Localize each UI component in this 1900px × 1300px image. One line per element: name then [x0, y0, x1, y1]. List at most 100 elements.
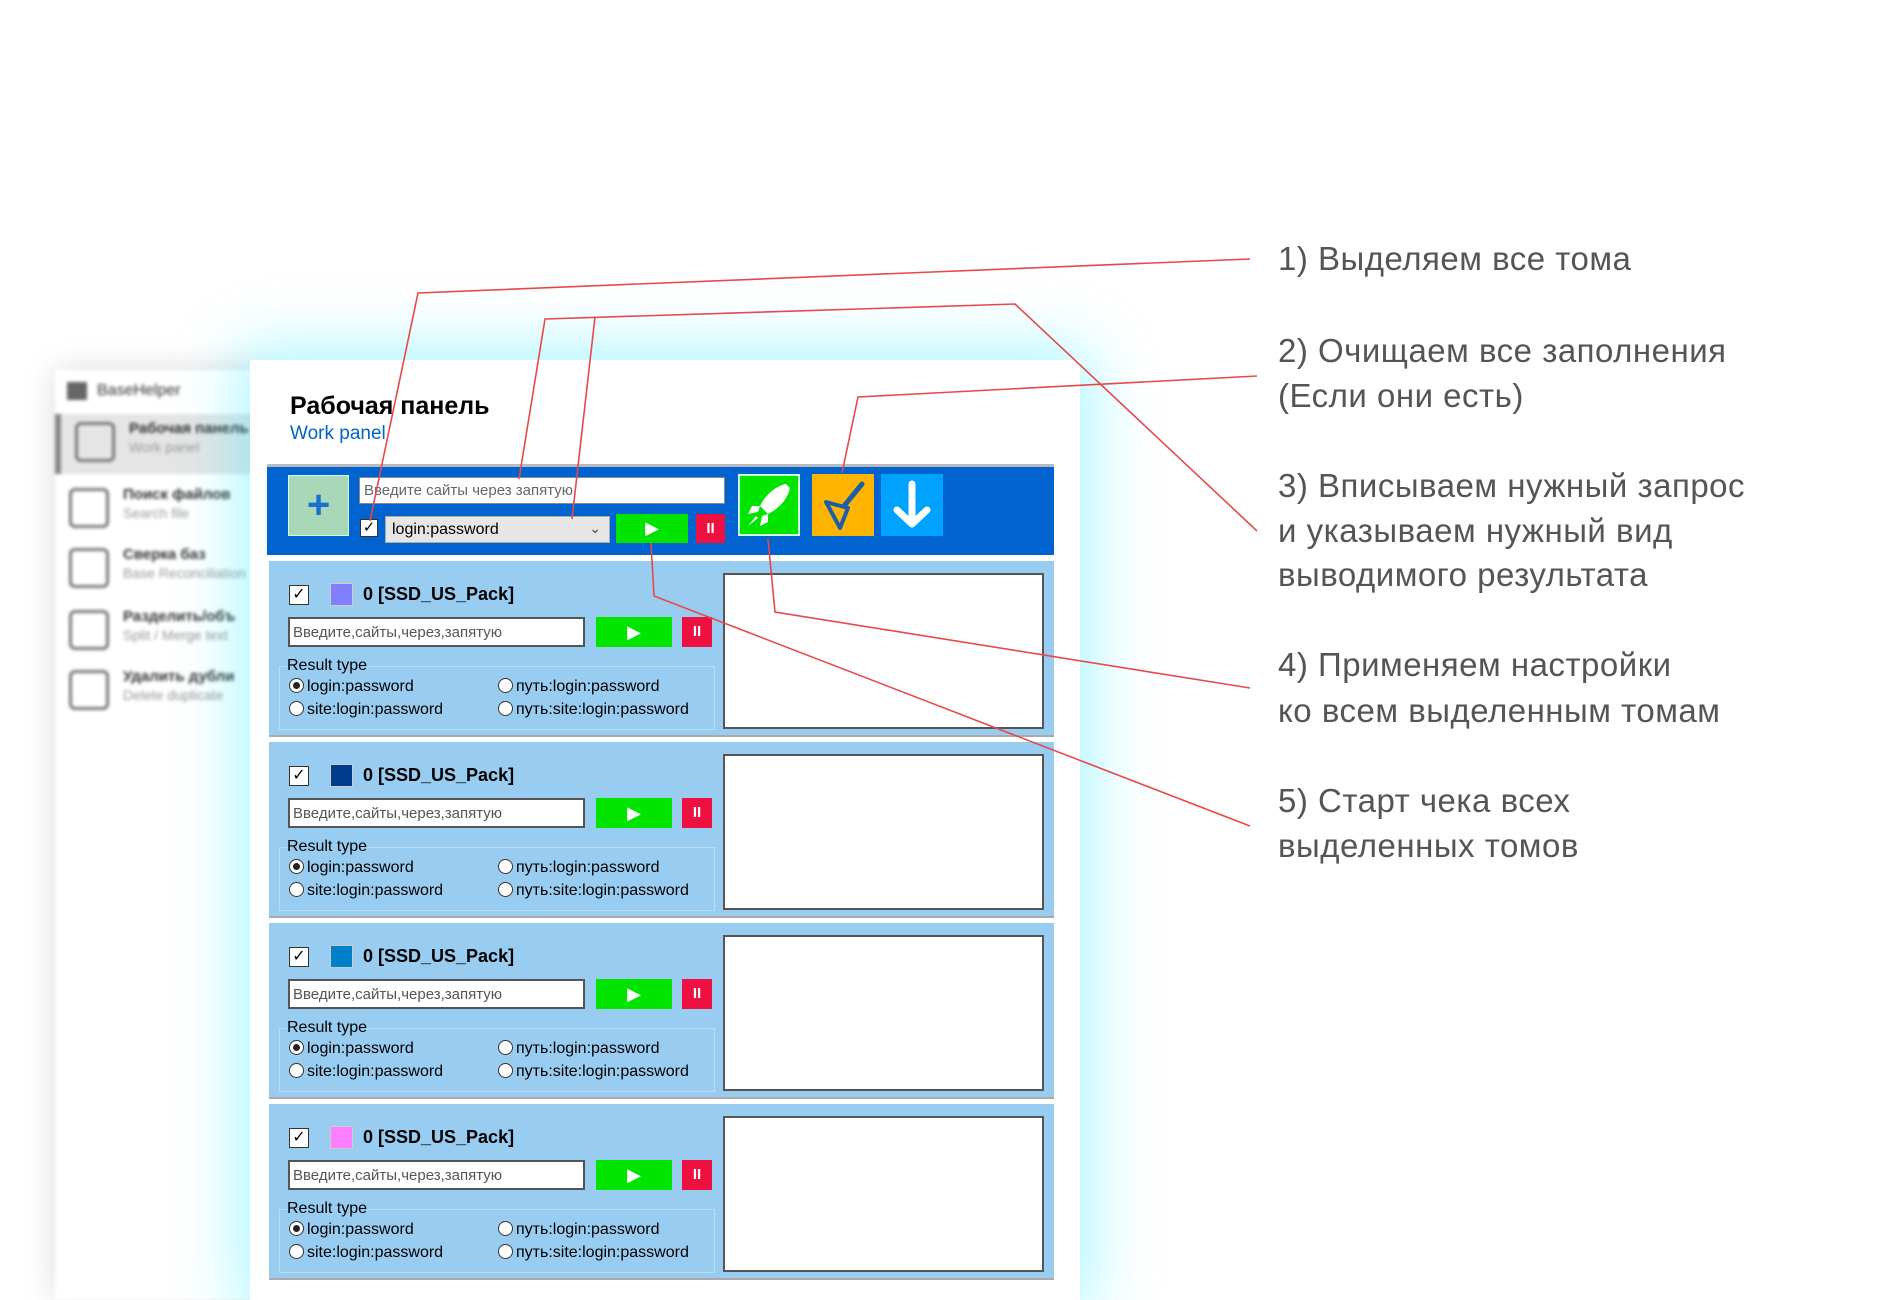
volume-start-button[interactable]: ▶ [596, 979, 672, 1009]
sidebar-item[interactable]: Сверка баз Base Reconciliation [55, 540, 270, 600]
sidebar-item[interactable]: Поиск файлов Search file [55, 480, 270, 540]
result-type-radio[interactable]: site:login:password [289, 1244, 443, 1262]
annotation-text: 4) Применяем настройки [1278, 646, 1672, 683]
result-type-radio[interactable]: путь:login:password [498, 1221, 660, 1239]
volume-sites-input[interactable]: Введите,сайты,через,запятую [288, 617, 585, 647]
search-icon [69, 488, 109, 528]
volume-color-swatch[interactable] [330, 764, 353, 787]
volume-checkbox[interactable]: ✓ [289, 947, 309, 967]
sidebar-item[interactable]: Разделить/объ Split / Merge text [55, 602, 270, 662]
radio-icon [498, 1244, 513, 1259]
volume-output[interactable] [723, 754, 1044, 910]
sites-input-all[interactable]: Введите сайты через запятую [359, 477, 725, 504]
pause-all-button[interactable]: II [696, 514, 725, 543]
radio-label: путь:login:password [516, 859, 660, 876]
volume-pause-button[interactable]: II [682, 1160, 712, 1190]
sidebar-item[interactable]: Рабочая панель Work panel [55, 414, 270, 474]
annotation-line [571, 316, 596, 520]
result-type-radio[interactable]: login:password [289, 1040, 414, 1058]
radio-icon [498, 678, 513, 693]
volume-name: 0 [SSD_US_Pack] [363, 765, 515, 785]
volume-panel: ✓ 0 [SSD_US_Pack] Введите,сайты,через,за… [269, 559, 1054, 737]
select-all-checkbox[interactable]: ✓ [360, 519, 378, 537]
result-type-value: login:password [392, 521, 499, 538]
annotation-text: ко всем выделенным томам [1278, 692, 1721, 729]
radio-label: site:login:password [307, 1244, 444, 1261]
result-type-radio[interactable]: site:login:password [289, 701, 443, 719]
volume-pause-button[interactable]: II [682, 798, 712, 828]
result-type-radio[interactable]: путь:site:login:password [498, 1063, 689, 1081]
result-type-radio[interactable]: путь:site:login:password [498, 701, 689, 719]
annotation-text: 2) Очищаем все заполнения [1278, 332, 1727, 369]
start-all-button[interactable]: ▶ [616, 514, 688, 543]
volume-start-button[interactable]: ▶ [596, 617, 672, 647]
add-volume-button[interactable]: + [288, 475, 349, 536]
result-type-select[interactable]: login:password ⌄ [385, 516, 610, 543]
annotation-text: выводимого результата [1278, 556, 1648, 593]
annotation-line [518, 303, 1258, 532]
annotation-line [767, 538, 1251, 689]
volume-pause-button[interactable]: II [682, 617, 712, 647]
result-type-radio[interactable]: путь:site:login:password [498, 1244, 689, 1262]
sidebar-item-sublabel: Base Reconciliation [123, 565, 246, 581]
rocket-icon [748, 484, 790, 526]
page-title: Рабочая панель [290, 392, 490, 420]
chevron-down-icon: ⌄ [589, 520, 601, 536]
radio-label: путь:login:password [516, 678, 660, 695]
apply-settings-button[interactable] [738, 474, 800, 536]
arrow-down-icon [893, 480, 931, 528]
volume-color-swatch[interactable] [330, 1126, 353, 1149]
volume-start-button[interactable]: ▶ [596, 798, 672, 828]
radio-icon [289, 701, 304, 716]
radio-icon [498, 882, 513, 897]
radio-icon [289, 1221, 304, 1236]
volume-panel: ✓ 0 [SSD_US_Pack] Введите,сайты,через,за… [269, 921, 1054, 1099]
radio-label: путь:login:password [516, 1040, 660, 1057]
annotation-text: (Если они есть) [1278, 377, 1524, 414]
annotation-line [841, 375, 1258, 474]
volume-output[interactable] [723, 935, 1044, 1091]
volume-output[interactable] [723, 1116, 1044, 1272]
result-type-radio[interactable]: login:password [289, 678, 414, 696]
volume-start-button[interactable]: ▶ [596, 1160, 672, 1190]
radio-icon [289, 859, 304, 874]
result-type-radio[interactable]: site:login:password [289, 1063, 443, 1081]
volume-checkbox[interactable]: ✓ [289, 585, 309, 605]
volume-name: 0 [SSD_US_Pack] [363, 946, 515, 966]
radio-icon [289, 1040, 304, 1055]
sidebar-item[interactable]: Удалить дубли Delete duplicate [55, 662, 270, 722]
volume-name: 0 [SSD_US_Pack] [363, 584, 515, 604]
volume-output[interactable] [723, 573, 1044, 729]
volume-color-swatch[interactable] [330, 945, 353, 968]
radio-icon [498, 701, 513, 716]
annotation-line [650, 542, 1251, 827]
result-type-group [279, 1209, 715, 1273]
sidebar-item-label: Разделить/объ [123, 608, 236, 625]
volume-sites-input[interactable]: Введите,сайты,через,запятую [288, 979, 585, 1009]
radio-icon [289, 882, 304, 897]
volume-color-swatch[interactable] [330, 583, 353, 606]
result-type-radio[interactable]: site:login:password [289, 882, 443, 900]
result-type-radio[interactable]: путь:login:password [498, 678, 660, 696]
clear-all-button[interactable] [812, 474, 874, 536]
volume-pause-button[interactable]: II [682, 979, 712, 1009]
annotation-text: 1) Выделяем все тома [1278, 240, 1632, 277]
result-type-radio[interactable]: путь:login:password [498, 859, 660, 877]
volume-checkbox[interactable]: ✓ [289, 1128, 309, 1148]
sidebar-item-label: Удалить дубли [123, 668, 235, 685]
result-type-radio[interactable]: login:password [289, 859, 414, 877]
volume-sites-input[interactable]: Введите,сайты,через,запятую [288, 798, 585, 828]
annotation-text: и указываем нужный вид [1278, 512, 1673, 549]
sidebar-item-sublabel: Search file [123, 505, 190, 521]
result-type-radio[interactable]: путь:login:password [498, 1040, 660, 1058]
radio-label: путь:login:password [516, 1221, 660, 1238]
volume-sites-input[interactable]: Введите,сайты,через,запятую [288, 1160, 585, 1190]
volume-checkbox[interactable]: ✓ [289, 766, 309, 786]
result-type-radio[interactable]: путь:site:login:password [498, 882, 689, 900]
sliders-icon [75, 422, 115, 462]
download-button[interactable] [881, 474, 943, 536]
result-type-radio[interactable]: login:password [289, 1221, 414, 1239]
page-subtitle: Work panel [290, 423, 386, 444]
radio-icon [498, 1221, 513, 1236]
sidebar: BaseHelper Рабочая панель Work panel Пои… [55, 370, 270, 1300]
